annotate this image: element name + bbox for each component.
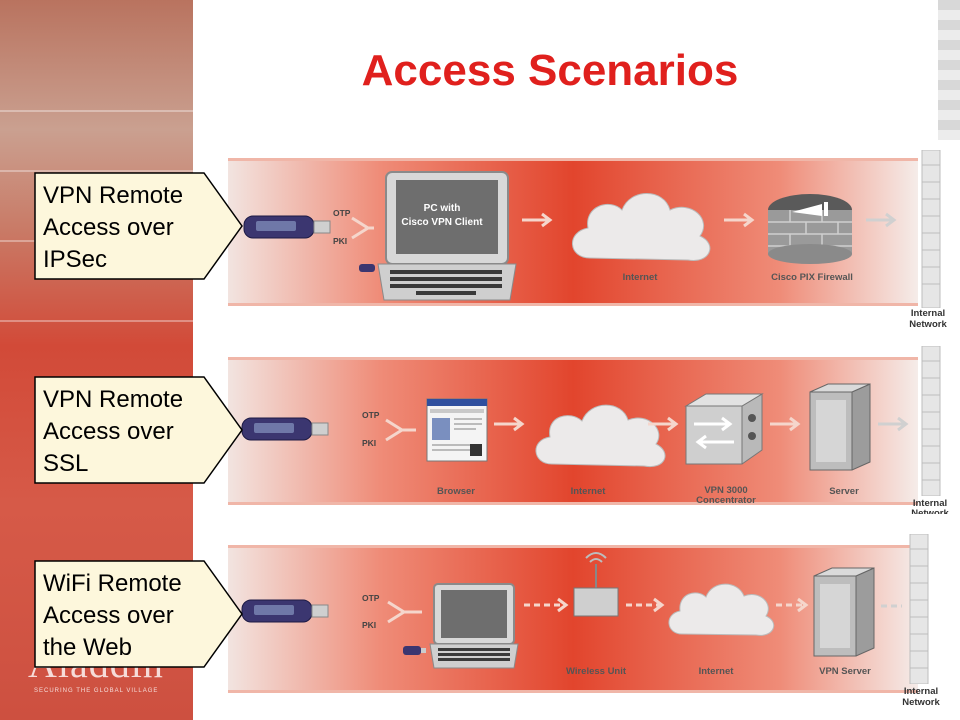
gateway-label: Cisco PIX Firewall [771,272,853,283]
dashed-arrow-icon [626,597,665,613]
destination-label-line1: Internal [903,686,939,697]
auth-label-pki: PKI [362,438,377,448]
destination-label-line1: Internal [910,308,946,319]
callout-ipsec: VPN Remote Access over IPSec [34,172,244,280]
network-label: Internet [570,486,606,497]
callout-line: VPN Remote [43,182,184,209]
destination-label-line2: Network [909,319,947,330]
dashed-arrow-icon [776,597,809,613]
laptop-icon [429,583,519,669]
destination-label-line1: Internal [912,498,948,509]
laptop-icon [377,171,517,301]
callout-line: Access over [43,418,174,445]
network-label: Internet [698,666,734,677]
cloud-icon [668,583,775,636]
server-label: VPN Server [819,666,871,677]
cloud-icon [572,193,711,261]
callout-line: Access over [43,602,174,629]
arrow-icon [494,416,525,432]
callout-ssl: VPN Remote Access over SSL [34,376,244,484]
server-tower-icon [809,383,871,471]
split-arrow-icon [387,600,422,624]
callout-line: WiFi Remote [43,570,182,597]
scenario-band-wifi [228,545,918,693]
arrow-icon [866,212,897,228]
split-arrow-icon [351,216,374,240]
auth-label-otp: OTP [362,593,380,603]
device-label-line1: PC with [423,203,461,214]
wall-icon [909,534,929,684]
callout-line: Access over [43,214,174,241]
destination-label-line2: Network [902,697,940,708]
cloud-icon [535,404,666,468]
auth-label-otp: OTP [362,410,380,420]
slide-title: Access Scenarios [361,46,739,95]
server-label: Server [829,486,859,497]
concentrator-icon [684,393,764,465]
wall-icon [921,346,941,496]
network-label: Internet [622,272,658,283]
small-token-icon [403,646,426,655]
brand-tagline: SECURING THE GLOBAL VILLAGE [34,688,159,694]
auth-label-pki: PKI [362,620,377,630]
arrow-icon [770,416,801,432]
callout-line: the Web [43,634,132,661]
split-arrow-icon [385,418,416,442]
callout-line: SSL [43,450,89,477]
server-tower-icon [813,567,875,657]
callout-line: VPN Remote [43,386,184,413]
arrow-icon [648,416,679,432]
dashed-arrow-icon [524,597,569,613]
wireless-label: Wireless Unit [565,666,627,677]
small-token-icon [359,264,375,272]
arrow-icon [724,212,755,228]
callout-wifi: WiFi Remote Access over the Web [34,560,244,668]
wireless-unit-icon [573,552,619,617]
callout-line: IPSec [43,246,108,273]
destination-label-line2: Network [911,508,949,514]
callout-shape [34,376,243,484]
auth-label-pki: PKI [333,236,348,246]
wall-icon [921,150,941,308]
browser-window-icon [426,398,488,462]
usb-token-icon [241,599,329,623]
auth-label-otp: OTP [333,208,351,218]
gateway-label-line2: Concentrator [696,495,756,506]
callout-shape [34,172,243,280]
usb-token-icon [243,215,331,239]
usb-token-icon [241,417,329,441]
device-label-line2: Cisco VPN Client [401,217,483,228]
decorative-edge [938,0,960,140]
callout-shape [34,560,243,668]
dashed-arrow-icon [881,604,902,608]
firewall-icon [768,194,852,264]
arrow-icon [878,416,909,432]
gateway-label-line1: VPN 3000 [704,485,748,496]
device-label: Browser [436,486,475,497]
arrow-icon [522,212,553,228]
